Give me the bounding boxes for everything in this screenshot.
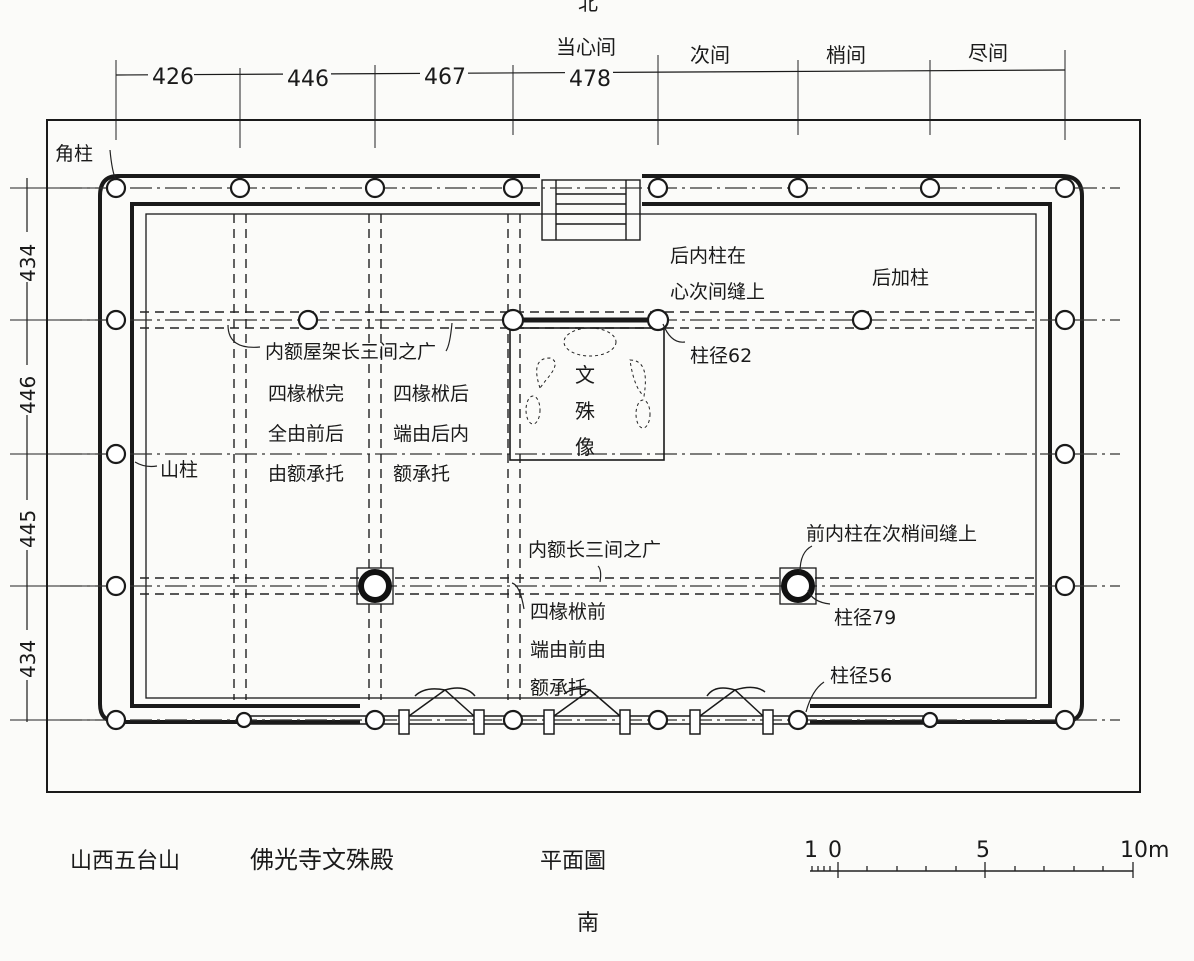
scale-label-0: 0 [828, 838, 842, 863]
column [105, 575, 127, 597]
rear-steps [541, 179, 641, 241]
front-inner-column [781, 569, 815, 603]
statue-char-3: 像 [575, 435, 595, 459]
bay-center: 当心间 [556, 35, 616, 59]
statue-platform: 文 殊 像 [509, 327, 665, 461]
dim-467: 467 [424, 65, 466, 90]
column [105, 709, 127, 731]
title-drawing: 平面圖 [540, 849, 606, 874]
dim-426: 426 [152, 65, 194, 90]
label-rear-inner-2: 心次间缝上 [670, 281, 765, 303]
label-beam-front-2: 端由前由 [530, 639, 606, 661]
column [105, 443, 127, 465]
label-beam-mid-2: 端由后内 [393, 423, 469, 445]
top-dimension-chain: 426 446 467 478 当心间 次间 梢间 尽间 [115, 35, 1066, 148]
label-added-rear-column: 后加柱 [872, 267, 929, 289]
scale-label-10m: 10m [1120, 838, 1169, 863]
label-col-diam-62: 柱径62 [690, 345, 752, 367]
label-beam-left-2: 全由前后 [268, 423, 344, 445]
column [647, 709, 669, 731]
label-beam-mid-1: 四椽栿后 [393, 383, 469, 405]
label-beam-left-1: 四椽栿完 [268, 383, 344, 405]
dim-depth-445: 445 [16, 510, 40, 548]
column [229, 177, 251, 199]
left-dimension-chain: 434 446 445 434 [10, 178, 95, 722]
label-gable-column: 山柱 [160, 459, 198, 481]
column [235, 711, 253, 729]
label-corner-column: 角柱 [55, 143, 93, 165]
column [1054, 709, 1076, 731]
label-beam-left-3: 由额承托 [268, 463, 344, 485]
column [364, 709, 386, 731]
dim-478: 478 [569, 67, 611, 92]
column [787, 709, 809, 731]
title-site: 山西五台山 [70, 849, 180, 874]
label-front-inner-beam: 内额长三间之广 [528, 539, 661, 561]
column [1054, 575, 1076, 597]
platform-outline [46, 119, 1141, 793]
column [921, 711, 939, 729]
column [297, 309, 319, 331]
leader-lines [109, 149, 831, 713]
dim-depth-446: 446 [16, 376, 40, 414]
annotations: 角柱 山柱 内额屋架长三间之广 四椽栿完 全由前后 由额承托 四椽栿后 端由后内… [55, 143, 977, 699]
column [105, 177, 127, 199]
front-doors [240, 686, 930, 735]
label-rear-inner-1: 后内柱在 [670, 245, 746, 267]
dim-depth-434b: 434 [16, 640, 40, 678]
dim-446: 446 [287, 67, 329, 92]
column [1054, 309, 1076, 331]
scale-label-5: 5 [976, 838, 990, 863]
added-rear-column [851, 309, 873, 331]
statue-char-1: 文 [575, 363, 595, 387]
label-col-diam-79: 柱径79 [834, 607, 896, 629]
scale-label-1: 1 [804, 838, 818, 863]
column [105, 309, 127, 331]
dim-depth-434a: 434 [16, 244, 40, 282]
label-beam-front-3: 额承托 [530, 677, 587, 699]
scale-bar: 1 0 5 10m [804, 838, 1169, 878]
statue-char-2: 殊 [575, 399, 595, 423]
drawing-title: 山西五台山 佛光寺文殊殿 平面圖 南 [70, 846, 606, 936]
column [502, 709, 524, 731]
bay-third: 梢间 [826, 43, 866, 67]
label-beam-front-1: 四椽栿前 [530, 601, 606, 623]
column [364, 177, 386, 199]
label-front-inner-column: 前内柱在次梢间缝上 [806, 523, 977, 545]
column [1054, 443, 1076, 465]
column [919, 177, 941, 199]
column [787, 177, 809, 199]
bay-end: 尽间 [968, 41, 1008, 65]
columns [105, 177, 1076, 731]
column [646, 308, 670, 332]
south-label: 南 [577, 911, 599, 936]
column [647, 177, 669, 199]
front-inner-column [358, 569, 392, 603]
title-building: 佛光寺文殊殿 [250, 846, 394, 874]
column [1054, 177, 1076, 199]
label-inner-beam-frame: 内额屋架长三间之广 [265, 341, 436, 363]
bay-second: 次间 [690, 43, 730, 67]
label-beam-mid-3: 额承托 [393, 463, 450, 485]
column [501, 308, 525, 332]
label-col-diam-56: 柱径56 [830, 665, 892, 687]
column [502, 177, 524, 199]
north-label: 北 [578, 0, 598, 15]
